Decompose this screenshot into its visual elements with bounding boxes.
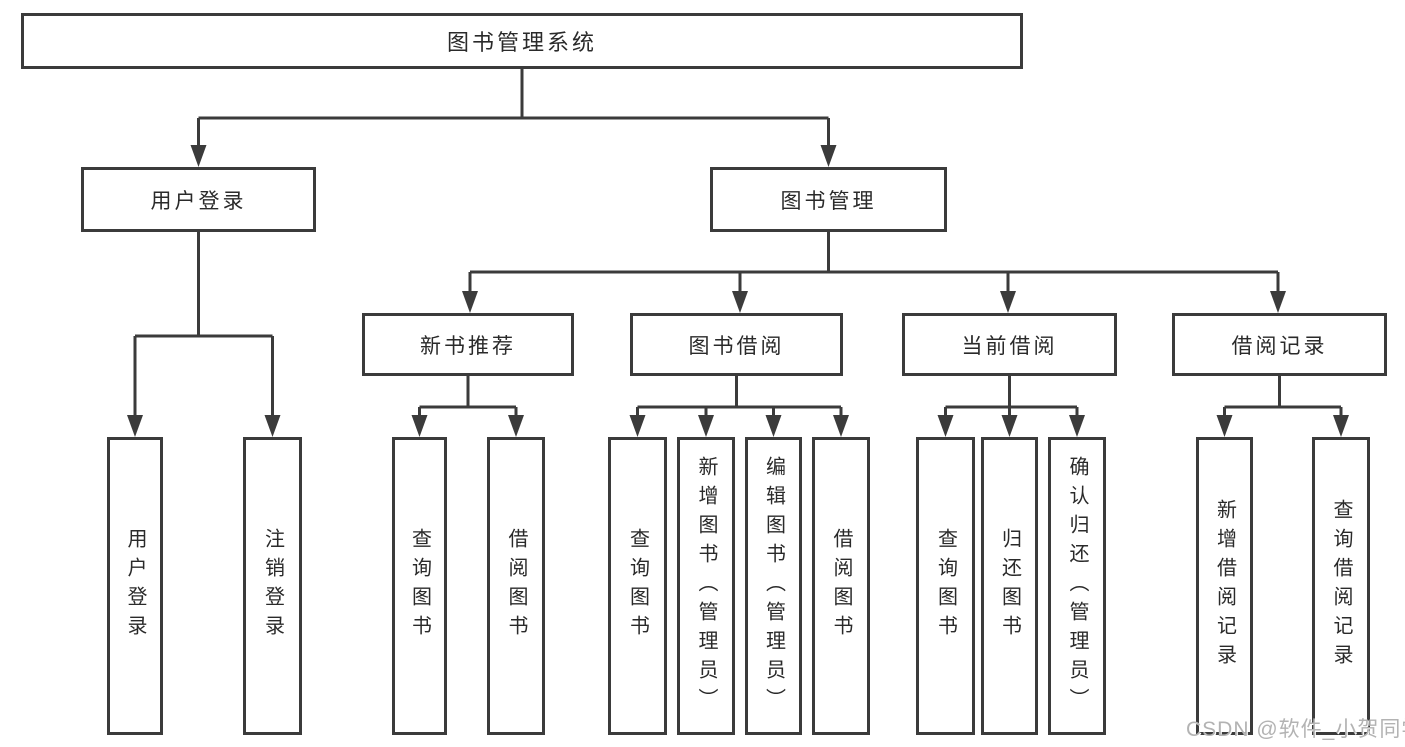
node-book-borrowing: 图书借阅	[630, 313, 843, 376]
node-label: 归还图书	[998, 528, 1021, 644]
arrowhead-down-icon	[820, 145, 837, 167]
node-new-book-recommendation: 新书推荐	[362, 313, 574, 376]
arrowheads	[127, 145, 1349, 437]
leaf-query-books-current: 查询图书	[916, 437, 975, 735]
arrowhead-down-icon	[1270, 291, 1286, 313]
leaf-query-books-recommend: 查询图书	[392, 437, 447, 735]
csdn-watermark: CSDN @软件_小贺同学	[1186, 718, 1405, 741]
arrowhead-down-icon	[1333, 415, 1349, 437]
node-current-borrowing: 当前借阅	[902, 313, 1117, 376]
arrowhead-down-icon	[462, 291, 478, 313]
node-label: 查询图书	[408, 528, 431, 644]
leaf-user-login: 用户登录	[107, 437, 163, 735]
arrowhead-down-icon	[411, 415, 428, 437]
node-label: 查询借阅记录	[1330, 499, 1352, 673]
node-label: 新书推荐	[420, 334, 516, 358]
arrowhead-down-icon	[629, 415, 646, 437]
arrowhead-down-icon	[698, 415, 714, 437]
node-label: 查询图书	[934, 528, 957, 644]
connector-borrow-records-to-leaves	[1223, 376, 1343, 430]
arrowhead-down-icon	[1216, 415, 1233, 437]
leaf-add-books-admin: 新增图书（管理员）	[677, 437, 735, 735]
leaf-borrow-books-recommend: 借阅图书	[487, 437, 545, 735]
node-library-management-system: 图书管理系统	[21, 13, 1023, 69]
connector-book-mgmt-to-level3	[468, 232, 1280, 306]
node-label: 确认归还（管理员）	[1066, 455, 1088, 717]
leaf-borrow-books: 借阅图书	[812, 437, 870, 735]
leaf-add-borrow-record: 新增借阅记录	[1196, 437, 1253, 735]
arrowhead-down-icon	[1001, 415, 1018, 437]
arrowhead-down-icon	[264, 415, 281, 437]
connector-new-book-to-leaves	[418, 376, 518, 430]
node-label: 用户登录	[124, 528, 146, 644]
node-label: 借阅图书	[505, 528, 527, 644]
node-label: 借阅记录	[1231, 334, 1328, 358]
node-label: 用户登录	[150, 189, 247, 213]
node-user-login: 用户登录	[81, 167, 316, 232]
leaf-confirm-return-admin: 确认归还（管理员）	[1048, 437, 1106, 735]
node-label: 新增图书（管理员）	[695, 455, 717, 717]
leaf-logout: 注销登录	[243, 437, 302, 735]
node-label: 当前借阅	[961, 334, 1058, 358]
arrowhead-down-icon	[937, 415, 954, 437]
leaf-query-books-borrowing: 查询图书	[608, 437, 667, 735]
node-book-management: 图书管理	[710, 167, 947, 232]
connector-book-borrow-to-leaves	[636, 376, 843, 430]
connector-user-login-to-leaves	[133, 232, 274, 430]
arrowhead-down-icon	[190, 145, 207, 167]
node-borrowing-records: 借阅记录	[1172, 313, 1387, 376]
arrowhead-down-icon	[765, 415, 782, 437]
node-label: 图书管理系统	[446, 30, 597, 55]
arrowhead-down-icon	[732, 291, 748, 313]
arrowhead-down-icon	[1069, 415, 1085, 437]
node-label: 图书管理	[780, 189, 877, 213]
node-label: 借阅图书	[830, 528, 852, 644]
leaf-edit-books-admin: 编辑图书（管理员）	[745, 437, 802, 735]
node-label: 新增借阅记录	[1213, 499, 1236, 673]
arrowhead-down-icon	[833, 415, 849, 437]
node-label: 图书借阅	[688, 334, 785, 358]
leaf-query-borrow-record: 查询借阅记录	[1312, 437, 1370, 735]
node-label: 注销登录	[261, 528, 284, 644]
node-label: 编辑图书（管理员）	[762, 455, 785, 717]
arrowhead-down-icon	[1000, 291, 1016, 313]
arrowhead-down-icon	[508, 415, 524, 437]
leaf-return-books: 归还图书	[981, 437, 1038, 735]
connector-root-to-level2	[197, 69, 830, 160]
node-label: 查询图书	[626, 528, 649, 644]
arrowhead-down-icon	[127, 415, 143, 437]
